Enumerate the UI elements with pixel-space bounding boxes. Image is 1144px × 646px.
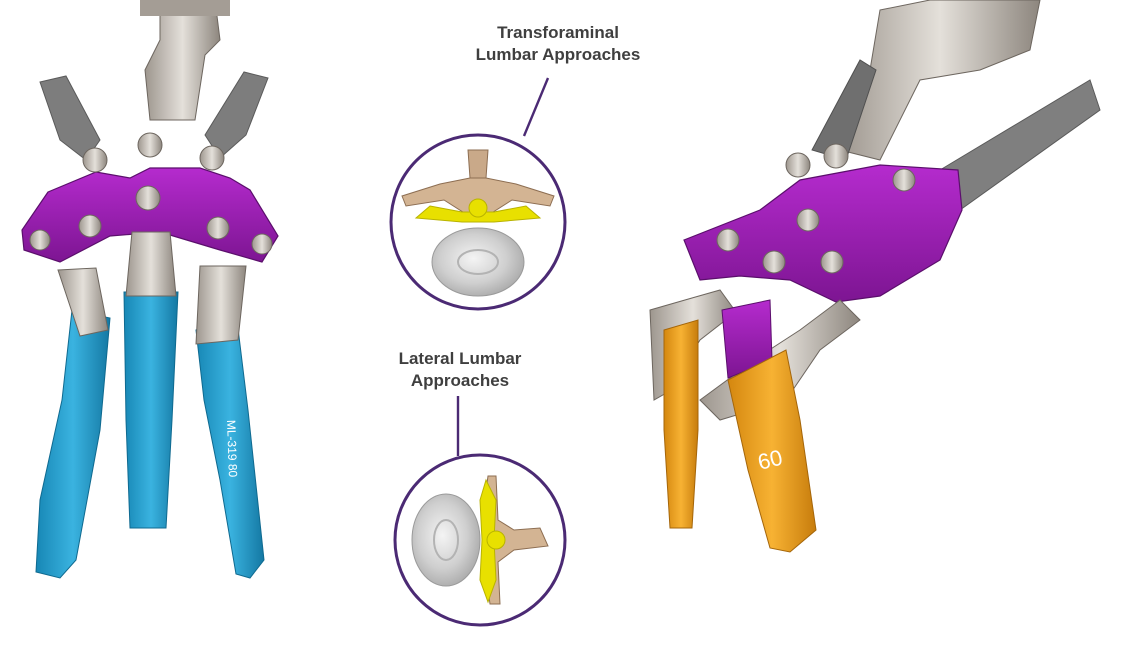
left-blade-right bbox=[195, 311, 265, 579]
spine-lateral-icon bbox=[393, 453, 567, 627]
callout-lateral-line1: Lateral Lumbar bbox=[398, 349, 522, 368]
left-gray-handle-left bbox=[39, 75, 101, 161]
left-blade-left bbox=[35, 309, 111, 579]
left-retractor: ML-319 80 bbox=[21, 0, 279, 579]
left-gray-handle-right bbox=[204, 71, 269, 159]
center-diagrams bbox=[389, 77, 567, 627]
right-gray-handle-top bbox=[939, 79, 1101, 211]
spine-axial-icon bbox=[389, 133, 567, 311]
right-blade-mark: 60 bbox=[755, 445, 785, 475]
callout-lateral-line2: Approaches bbox=[410, 371, 510, 390]
left-blade-mark: ML-319 80 bbox=[224, 420, 240, 478]
callout-transforaminal-line2: Lumbar Approaches bbox=[475, 45, 641, 64]
right-retractor: 60 bbox=[649, 0, 1101, 553]
right-blade-left bbox=[663, 319, 699, 529]
callout-lateral: Lateral Lumbar Approaches bbox=[360, 348, 560, 392]
leader-line-top bbox=[522, 77, 550, 137]
callout-transforaminal-line1: Transforaminal bbox=[497, 23, 619, 42]
callout-transforaminal: Transforaminal Lumbar Approaches bbox=[448, 22, 668, 66]
left-articulating-arm bbox=[144, 0, 221, 121]
left-blade-center bbox=[123, 291, 179, 529]
right-purple-frame bbox=[683, 164, 963, 303]
right-blade-front bbox=[727, 349, 817, 553]
